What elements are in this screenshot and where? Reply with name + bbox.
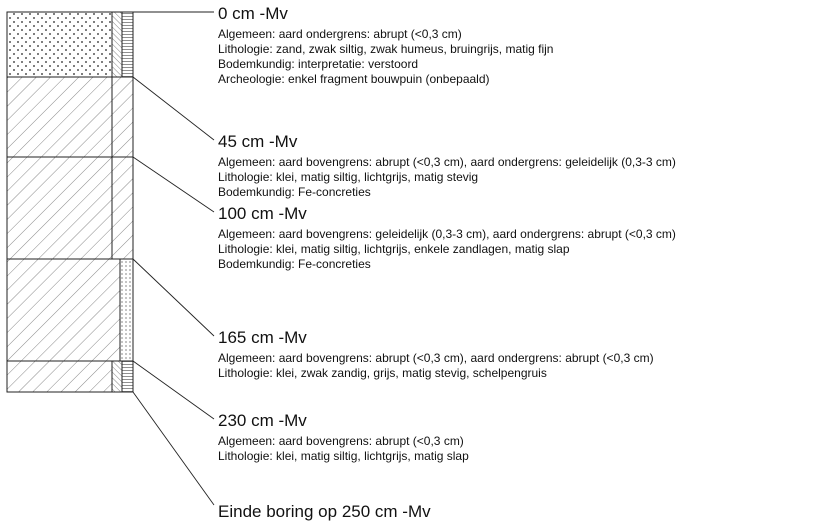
- description-line: Algemeen: aard ondergrens: abrupt (<0,3 …: [218, 27, 462, 41]
- layer-3-sub-column: [111, 156, 134, 260]
- layer-2-main-column: [6, 76, 113, 158]
- description-line: Lithologie: klei, matig siltig, lichtgri…: [218, 242, 570, 256]
- layer-block-100cm: 100 cm -Mv Algemeen: aard bovengrens: ge…: [218, 204, 837, 272]
- layer-block-45cm: 45 cm -Mv Algemeen: aard bovengrens: abr…: [218, 132, 837, 200]
- depth-label: 100 cm -Mv: [218, 204, 307, 223]
- description-line: Algemeen: aard bovengrens: geleidelijk (…: [218, 227, 676, 241]
- description-line: Algemeen: aard bovengrens: abrupt (<0,3 …: [218, 155, 676, 169]
- layer-block-0cm: 0 cm -Mv Algemeen: aard ondergrens: abru…: [218, 4, 837, 87]
- description-line: Lithologie: klei, zwak zandig, grijs, ma…: [218, 366, 547, 380]
- depth-label: 0 cm -Mv: [218, 4, 288, 23]
- layer-5-sub-column: [111, 360, 123, 393]
- layer-block-230cm: 230 cm -Mv Algemeen: aard bovengrens: ab…: [218, 411, 837, 464]
- layer-2-sub-column: [111, 76, 134, 158]
- layer-4-sub-column: [119, 258, 134, 362]
- layer-5-edge-column: [121, 360, 134, 393]
- leader-line-end: [132, 391, 215, 506]
- description-line: Bodemkundig: Fe-concreties: [218, 185, 371, 199]
- leader-line-165cm: [132, 258, 215, 337]
- description-line: Lithologie: klei, matig siltig, lichtgri…: [218, 449, 469, 463]
- description-line: Archeologie: enkel fragment bouwpuin (on…: [218, 72, 490, 86]
- depth-label: 45 cm -Mv: [218, 132, 298, 151]
- leader-line-100cm: [132, 156, 215, 213]
- end-of-boring-label: Einde boring op 250 cm -Mv: [218, 502, 431, 521]
- layer-1-sub-column: [111, 11, 123, 78]
- description-line: Algemeen: aard bovengrens: abrupt (<0,3 …: [218, 434, 464, 448]
- depth-label: 230 cm -Mv: [218, 411, 307, 430]
- description-line: Lithologie: zand, zwak siltig, zwak hume…: [218, 42, 554, 56]
- description-line: Lithologie: klei, matig siltig, lichtgri…: [218, 170, 479, 184]
- description-line: Bodemkundig: interpretatie: verstoord: [218, 57, 419, 71]
- layer-block-165cm: 165 cm -Mv Algemeen: aard bovengrens: ab…: [218, 328, 837, 381]
- depth-label: 165 cm -Mv: [218, 328, 307, 347]
- layer-1-main-column: [6, 11, 113, 78]
- description-line: Algemeen: aard bovengrens: abrupt (<0,3 …: [218, 351, 654, 365]
- layer-4-main-column: [6, 258, 121, 362]
- layer-1-edge-column: [121, 11, 134, 78]
- leader-line-45cm: [132, 76, 215, 141]
- layer-5-main-column: [6, 360, 113, 393]
- leader-line-230cm: [132, 360, 215, 420]
- description-line: Bodemkundig: Fe-concreties: [218, 257, 371, 271]
- layer-3-main-column: [6, 156, 113, 260]
